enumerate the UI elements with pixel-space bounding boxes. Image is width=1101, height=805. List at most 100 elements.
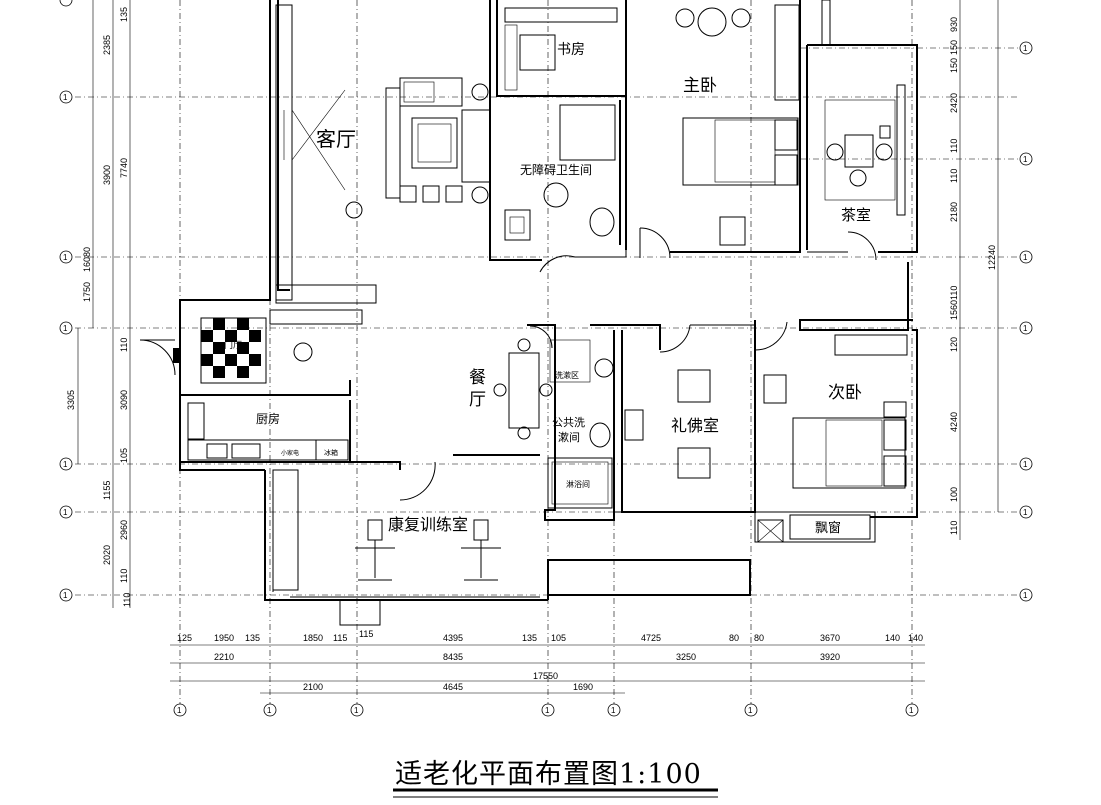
dim-b1-13: 140 (885, 633, 900, 643)
room-label-kitchen: 厨房 (256, 411, 280, 426)
svg-text:1: 1 (1023, 44, 1028, 53)
dimension-text-right: 930 150 150 2420 110 110 2180 110 1560 1… (949, 17, 997, 535)
svg-text:1: 1 (63, 253, 68, 262)
dim-l-outer-4: 1155 (102, 481, 112, 500)
dim-l-inner-4: 3090 (119, 390, 129, 410)
dim-r-9: 120 (949, 337, 959, 352)
dim-l-outer-1: 3900 (102, 165, 112, 185)
svg-text:1: 1 (1023, 591, 1028, 600)
dimension-text-bottom: 125 1950 135 1850 115 115 4395 135 105 4… (177, 629, 923, 692)
doors (139, 227, 877, 501)
dim-b1-7: 135 (522, 633, 537, 643)
dim-l-inner-3: 110 (119, 338, 129, 352)
room-label-appliance: 小家电 (281, 449, 299, 457)
dim-b1-0: 125 (177, 633, 192, 643)
room-label-shower: 淋浴间 (566, 479, 590, 489)
dim-b1-10: 80 (729, 633, 739, 643)
drawing-title: 适老化平面布置图1:100 (395, 759, 702, 790)
room-label-bay: 飘窗 (815, 520, 841, 536)
svg-text:1: 1 (63, 508, 68, 517)
dim-b1-2: 135 (245, 633, 260, 643)
svg-text:1: 1 (177, 706, 182, 715)
room-labels: 客厅 书房 主卧 无障碍卫生间 茶室 门厅 厨房 餐 厅 洗漱区 公共洗 漱间 … (224, 42, 871, 536)
svg-text:1: 1 (545, 706, 550, 715)
dimension-text-left: 2385 3900 1750 3305 1155 2020 110 135 77… (66, 7, 132, 607)
svg-text:1: 1 (1023, 508, 1028, 517)
dim-b1-9: 4725 (641, 633, 661, 643)
svg-text:1: 1 (909, 706, 914, 715)
dim-l-outer-5: 2020 (102, 545, 112, 565)
dim-r-11: 100 (949, 487, 959, 502)
dim-b1-6: 4395 (443, 633, 463, 643)
dim-b1-11: 80 (754, 633, 764, 643)
dim-l-outer-6: 110 (122, 593, 132, 607)
dimension-lines (77, 0, 999, 694)
svg-text:1: 1 (748, 706, 753, 715)
dim-r-3: 2420 (949, 93, 959, 113)
dim-b1-8: 105 (551, 633, 566, 643)
svg-text:1: 1 (1023, 155, 1028, 164)
dim-l-outer-0: 2385 (102, 35, 112, 55)
dim-l-inner-1: 7740 (119, 158, 129, 178)
room-label-tea: 茶室 (841, 206, 871, 224)
dim-b1-1: 1950 (214, 633, 234, 643)
svg-text:1: 1 (1023, 460, 1028, 469)
dim-b2-0: 2210 (214, 652, 234, 662)
dim-b1-14: 140 (908, 633, 923, 643)
dim-r-0: 930 (949, 17, 959, 32)
svg-text:1: 1 (267, 706, 272, 715)
room-label-buddha: 礼佛室 (671, 416, 719, 435)
dim-r-total: 12240 (987, 245, 997, 270)
svg-text:1: 1 (1023, 253, 1028, 262)
dim-r-10: 4240 (949, 412, 959, 432)
room-label-bath: 无障碍卫生间 (520, 162, 592, 177)
dim-b1-12: 3670 (820, 633, 840, 643)
dim-b4-1: 4645 (443, 682, 463, 692)
axis-bubbles: 1 1 1 1 1 1 1 1 1 1 1 1 1 1 1 1 1 1 1 1 (59, 0, 1033, 717)
svg-text:1: 1 (63, 93, 68, 102)
dim-l-inner-7: 110 (119, 569, 129, 583)
svg-text:1: 1 (611, 706, 616, 715)
room-label-wash: 洗漱区 (555, 370, 579, 380)
dim-r-8: 1560 (949, 300, 959, 320)
room-label-public-bath-2: 漱间 (558, 431, 580, 444)
room-label-public-bath-1: 公共洗 (552, 416, 585, 429)
dim-l-outer-3: 3305 (66, 390, 76, 410)
room-label-second: 次卧 (828, 383, 862, 403)
svg-text:1: 1 (63, 324, 68, 333)
dim-r-7: 110 (949, 286, 959, 300)
dim-l-inner-5: 105 (119, 448, 129, 463)
dim-l-outer-2: 1750 (82, 282, 92, 302)
dim-b2-2: 3250 (676, 652, 696, 662)
svg-text:1: 1 (1023, 324, 1028, 333)
room-label-fridge: 冰箱 (324, 448, 338, 457)
dim-r-5: 110 (949, 169, 959, 183)
room-label-dining-1: 餐 (469, 368, 486, 388)
room-label-dining-2: 厅 (469, 390, 486, 410)
walls (179, 0, 918, 626)
dim-l-inner-0: 135 (119, 7, 129, 22)
dim-r-4: 110 (949, 139, 959, 153)
dim-r-1: 150 (949, 40, 959, 55)
room-label-living: 客厅 (316, 127, 356, 151)
dim-b1-5: 115 (359, 629, 373, 639)
dim-r-6: 2180 (949, 202, 959, 222)
dim-b3-total: 17550 (533, 671, 558, 681)
svg-text:1: 1 (63, 591, 68, 600)
room-label-master: 主卧 (683, 76, 717, 96)
dim-l-inner-6: 2960 (119, 520, 129, 540)
svg-text:1: 1 (63, 460, 68, 469)
furniture (173, 4, 908, 581)
dim-b4-2: 1690 (573, 682, 593, 692)
room-label-entry: 门厅 (224, 339, 242, 351)
room-label-study: 书房 (557, 42, 585, 58)
dim-l-inner-2: 16080 (82, 247, 92, 272)
svg-text:1: 1 (354, 706, 359, 715)
dim-r-12: 110 (949, 521, 959, 535)
dim-b4-0: 2100 (303, 682, 323, 692)
room-label-rehab: 康复训练室 (388, 515, 468, 534)
dim-b1-3: 1850 (303, 633, 323, 643)
dim-b2-3: 3920 (820, 652, 840, 662)
dim-b1-4: 115 (333, 633, 347, 643)
